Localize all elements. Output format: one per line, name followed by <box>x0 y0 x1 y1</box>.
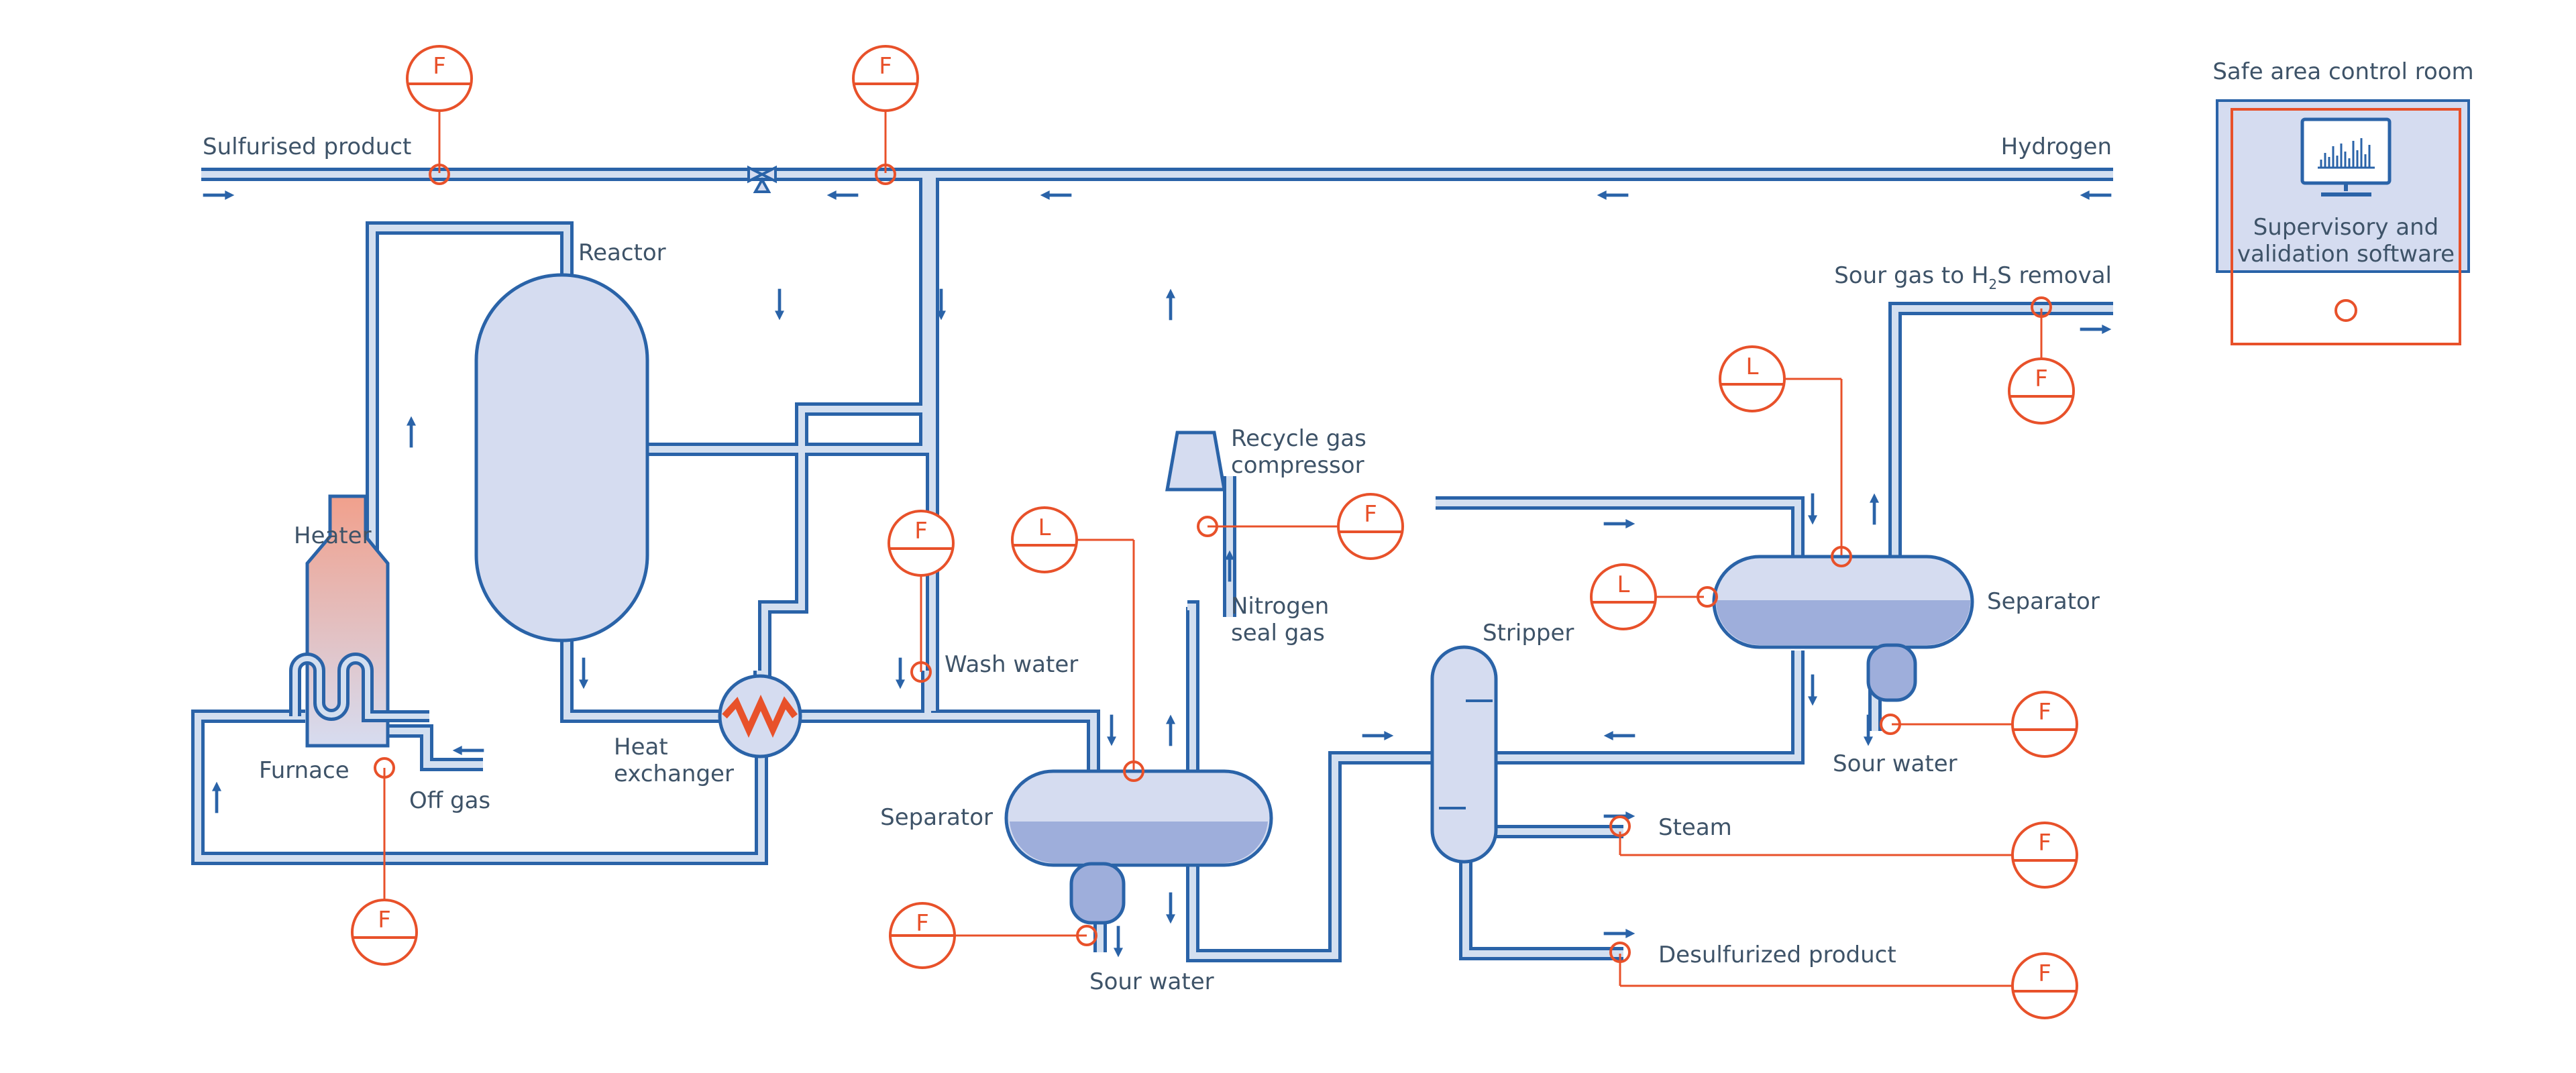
flow-arrow-icon <box>1808 494 1817 525</box>
instrument-f7-letter: F <box>2035 365 2048 392</box>
label-sour-gas: Sour gas to H2S removal <box>1834 262 2112 292</box>
instrument-f10-letter: F <box>2038 960 2051 987</box>
flow-arrow-icon <box>453 746 484 755</box>
instrument-f5-letter: F <box>1364 501 1377 528</box>
instrument-f1-letter: F <box>433 53 446 80</box>
instrument-f6-letter: F <box>916 910 929 937</box>
heater-furnace <box>289 494 429 748</box>
label-software-line1: Supervisory and <box>2253 214 2439 241</box>
flow-indicator-f2 <box>852 45 919 112</box>
stripper-vessel <box>1430 645 1498 864</box>
label-sour-water-1: Sour water <box>1089 968 1214 995</box>
pipe-network <box>191 168 2113 962</box>
separator-1-vessel <box>1004 769 1273 925</box>
label-heat-exchanger-line1: Heat <box>614 734 668 760</box>
control-room-panel <box>2216 99 2470 345</box>
heat-exchanger-icon <box>718 674 802 758</box>
flow-arrow-icon <box>1166 289 1175 321</box>
valve-icon <box>747 165 777 193</box>
flow-arrow-icon <box>579 658 588 689</box>
instrument-l1-letter: L <box>1038 514 1051 541</box>
flow-arrow-icon <box>1114 926 1123 958</box>
flow-indicator-f7 <box>2008 357 2075 425</box>
label-off-gas: Off gas <box>409 787 490 814</box>
flow-arrow-icon <box>2080 325 2112 334</box>
level-indicator-l3 <box>1719 345 1786 412</box>
flow-arrow-icon <box>1604 731 1635 740</box>
label-heat-exchanger-line2: exchanger <box>614 760 734 787</box>
label-steam: Steam <box>1658 814 1732 841</box>
level-indicator-l2 <box>1590 563 1657 630</box>
label-heater: Heater <box>294 522 372 549</box>
flow-arrow-icon <box>1604 929 1635 938</box>
label-wash-water: Wash water <box>945 651 1078 678</box>
flow-arrow-icon <box>775 289 784 321</box>
instrument-f2-letter: F <box>879 53 892 80</box>
flow-indicator-f4 <box>888 510 955 577</box>
label-sour-gas-subscript: 2 <box>1988 276 1997 292</box>
pipe-inner <box>195 171 2113 959</box>
label-nitrogen-line2: seal gas <box>1231 620 1325 646</box>
flow-indicator-f5 <box>1337 493 1404 560</box>
label-separator-1: Separator <box>880 804 993 831</box>
flow-arrow-icon <box>1166 893 1175 924</box>
flow-indicator-f3 <box>351 899 418 966</box>
reactor-vessel <box>474 273 649 642</box>
label-recycle-gas-line1: Recycle gas <box>1231 425 1366 452</box>
flow-arrow-icon <box>1870 494 1879 525</box>
instrument-f9-letter: F <box>2038 830 2051 856</box>
flow-arrow-icon <box>1604 519 1635 528</box>
flow-arrow-icon <box>407 416 416 448</box>
instrumentation <box>351 45 2078 1019</box>
label-separator-2: Separator <box>1987 588 2100 615</box>
monitor-icon <box>2300 117 2392 196</box>
label-sulfurised-product: Sulfurised product <box>203 133 411 160</box>
flow-arrow-icon <box>1107 715 1116 746</box>
instrument-l3-letter: L <box>1746 353 1759 380</box>
flow-indicator-f10 <box>2011 952 2078 1019</box>
label-stripper: Stripper <box>1483 620 1574 646</box>
flow-arrow-icon <box>827 190 859 200</box>
flow-arrow-icon <box>1040 190 1072 200</box>
level-indicator-l1 <box>1011 506 1078 573</box>
instrument-f3-letter: F <box>378 907 391 934</box>
label-sour-gas-prefix: Sour gas to H <box>1834 262 1988 289</box>
flow-indicator-f8 <box>2011 691 2078 758</box>
label-nitrogen-line1: Nitrogen <box>1231 593 1329 620</box>
instrument-l2-letter: L <box>1617 571 1630 598</box>
label-control-room: Safe area control room <box>2212 58 2473 85</box>
instrument-f4-letter: F <box>914 518 928 545</box>
flow-indicator-f1 <box>406 45 473 112</box>
instrument-f8-letter: F <box>2038 699 2051 726</box>
flow-arrow-icon <box>1362 731 1394 740</box>
label-sour-water-2: Sour water <box>1833 750 1957 777</box>
instrument-letters: F F F F L F F L L F F F F <box>378 53 2051 987</box>
flow-arrow-icon <box>2080 190 2112 200</box>
flow-arrow-icon <box>1597 190 1629 200</box>
flow-arrow-icon <box>203 190 235 200</box>
compressor-icon <box>1165 431 1226 492</box>
label-reactor: Reactor <box>578 239 666 266</box>
flow-arrow-icon <box>212 782 221 813</box>
flow-arrow-icon <box>1166 715 1175 746</box>
label-furnace: Furnace <box>259 757 350 784</box>
flow-arrow-icon <box>896 658 905 689</box>
flow-arrow-icon <box>1808 675 1817 706</box>
label-recycle-gas-line2: compressor <box>1231 452 1364 479</box>
label-hydrogen: Hydrogen <box>2001 133 2112 160</box>
labels: Sulfurised product Hydrogen Reactor Heat… <box>203 58 2474 995</box>
label-desulfurized-product: Desulfurized product <box>1658 942 1896 968</box>
separator-2-vessel <box>1712 555 1974 702</box>
label-software-line2: validation software <box>2237 241 2455 268</box>
label-sour-gas-suffix: S removal <box>1997 262 2112 289</box>
flow-indicator-f9 <box>2011 822 2078 889</box>
